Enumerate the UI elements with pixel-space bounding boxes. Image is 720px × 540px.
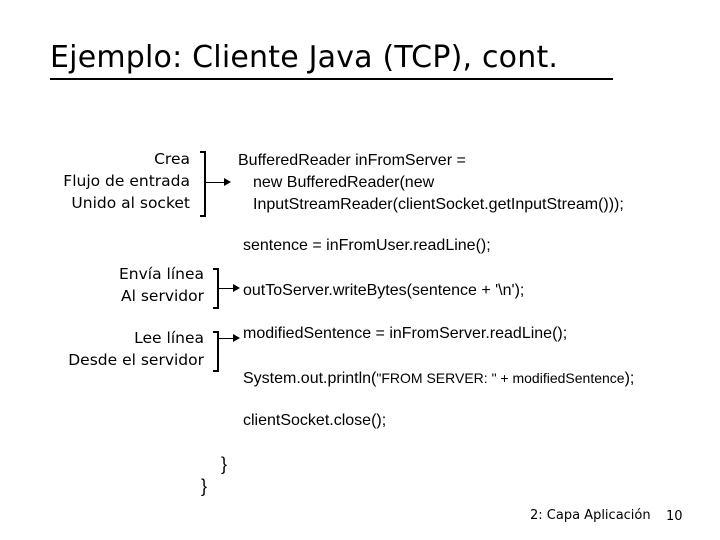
bracket-envia — [213, 268, 219, 309]
title-underline — [50, 78, 613, 80]
code-line-8: clientSocket.close(); — [243, 412, 387, 429]
annotation-line: Al servidor — [121, 287, 204, 305]
annotation-line: Envía línea — [119, 265, 204, 283]
code-println-close: ); — [624, 370, 635, 387]
bracket-crea — [200, 151, 206, 217]
code-line-4: sentence = inFromUser.readLine(); — [243, 237, 491, 254]
code-line-2: new BufferedReader(new — [253, 174, 435, 191]
code-line-6: modifiedSentence = inFromServer.readLine… — [243, 325, 568, 342]
page-number: 10 — [666, 509, 683, 524]
code-println-arg: "FROM SERVER: " + modifiedSentence — [376, 370, 625, 386]
bracket-lee — [213, 331, 219, 372]
arrow-crea — [206, 178, 231, 186]
footer-chapter: 2: Capa Aplicación — [530, 508, 651, 523]
annotation-line: Flujo de entrada — [63, 172, 190, 190]
arrow-lee — [219, 334, 240, 342]
closing-brace-inner: } — [221, 454, 228, 474]
annotation-crea: Crea Flujo de entrada Unido al socket — [63, 148, 190, 214]
annotation-line: Crea — [154, 150, 190, 168]
code-line-3: InputStreamReader(clientSocket.getInputS… — [253, 196, 624, 213]
annotation-lee: Lee línea Desde el servidor — [68, 327, 204, 371]
slide-title: Ejemplo: Cliente Java (TCP), cont. — [50, 40, 559, 75]
code-line-7: System.out.println("FROM SERVER: " + mod… — [243, 367, 634, 390]
code-line-5: outToServer.writeBytes(sentence + '\n'); — [243, 282, 525, 299]
annotation-envia: Envía línea Al servidor — [119, 263, 204, 307]
arrow-envia — [219, 284, 240, 292]
closing-brace-outer: } — [201, 476, 208, 496]
code-println: System.out.println( — [243, 370, 377, 387]
annotation-line: Desde el servidor — [68, 351, 204, 369]
annotation-line: Lee línea — [134, 329, 204, 347]
annotation-line: Unido al socket — [71, 194, 190, 212]
code-line-1: BufferedReader inFromServer = — [238, 152, 466, 169]
